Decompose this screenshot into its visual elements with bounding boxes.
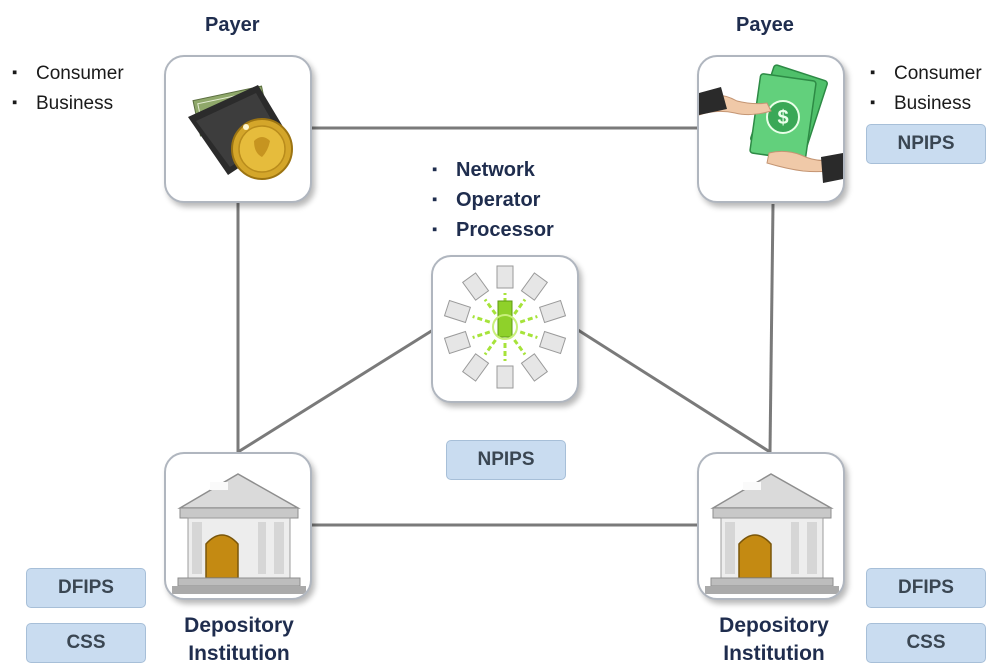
payer-bullet-business: Business [12, 88, 124, 118]
left-bank-label: Depository Institution [149, 612, 329, 668]
right-css-tag: CSS [866, 623, 986, 663]
svg-text:$: $ [777, 107, 788, 129]
bank-building-icon [172, 473, 306, 594]
line-payee-bank [768, 203, 775, 453]
left-dfips-tag: DFIPS [26, 568, 146, 608]
center-bullets: Network Operator Processor [432, 155, 554, 245]
right-bank-label-line1: Depository [719, 614, 829, 637]
center-npips-tag: NPIPS [446, 440, 566, 480]
money-exchange-hands-icon: $ [699, 64, 843, 183]
payer-bullets: Consumer Business [12, 58, 124, 118]
left-bank-label-line2: Institution [188, 642, 290, 665]
right-dfips-tag: DFIPS [866, 568, 986, 608]
payee-title: Payee [736, 14, 794, 36]
line-hub-left-bank [237, 328, 434, 454]
line-hub-right-bank [577, 328, 771, 454]
right-bank-label-line2: Institution [723, 642, 825, 665]
payer-title: Payer [205, 14, 260, 36]
payer-node[interactable] [164, 55, 312, 203]
wallet-coin-icon [188, 85, 293, 180]
payee-bullet-business: Business [870, 88, 982, 118]
left-css-tag: CSS [26, 623, 146, 663]
payee-bullet-consumer: Consumer [870, 58, 982, 88]
payee-node[interactable]: $ [697, 55, 845, 203]
right-bank-node[interactable] [697, 452, 845, 600]
center-bullet-processor: Processor [432, 215, 554, 245]
center-bullet-operator: Operator [432, 185, 554, 215]
payee-bullets: Consumer Business [870, 58, 982, 118]
center-bullet-network: Network [432, 155, 554, 185]
bank-building-icon [705, 473, 839, 594]
network-hub-icon [443, 265, 567, 389]
center-hub-node[interactable] [431, 255, 579, 403]
left-bank-node[interactable] [164, 452, 312, 600]
left-bank-label-line1: Depository [184, 614, 294, 637]
right-bank-label: Depository Institution [684, 612, 864, 668]
payee-npips-tag: NPIPS [866, 124, 986, 164]
payer-bullet-consumer: Consumer [12, 58, 124, 88]
